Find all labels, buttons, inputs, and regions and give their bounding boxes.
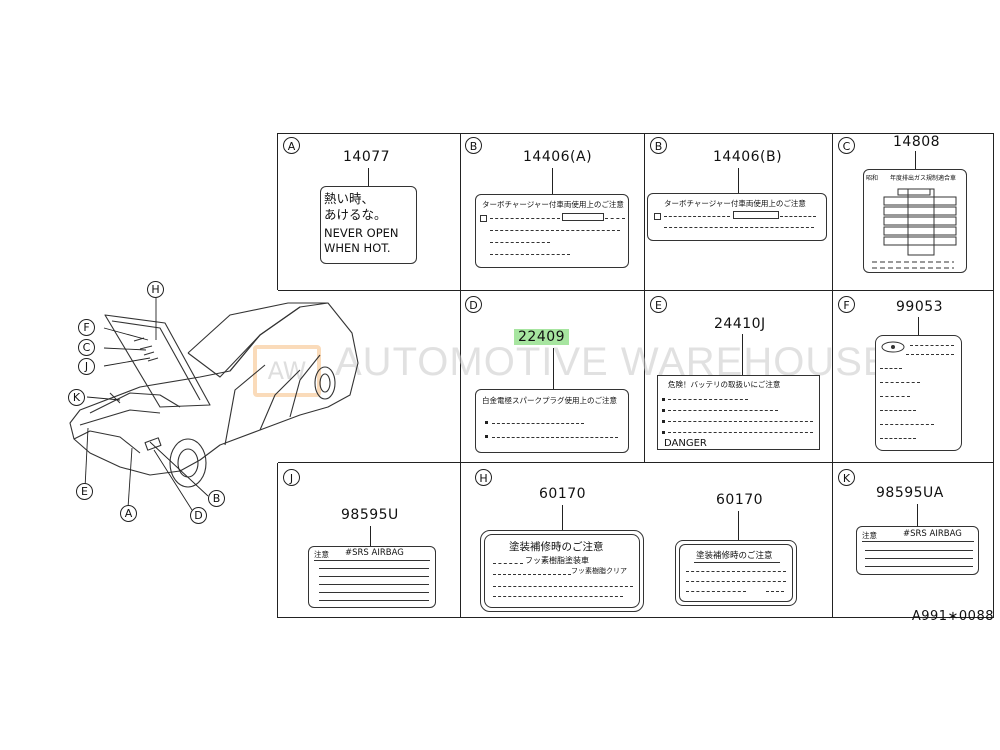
part-number-14077: 14077 xyxy=(343,149,391,165)
label-j-left: 注意 xyxy=(314,550,329,559)
car-callout-f: F xyxy=(78,319,95,336)
car-callout-h: H xyxy=(147,281,164,298)
grid-line xyxy=(832,133,833,618)
label-e: 危険！バッテリの取扱いにご注意 DANGER xyxy=(657,375,820,450)
part-number-14406b: 14406(B) xyxy=(713,149,783,165)
label-e-title: 危険！バッテリの取扱いにご注意 xyxy=(668,380,781,389)
label-h1-title: 塗装補修時のご注意 xyxy=(509,541,604,553)
car-callout-e: E xyxy=(76,483,93,500)
label-j: 注意 #SRS AIRBAG xyxy=(308,546,436,608)
callout-f: F xyxy=(838,296,855,313)
car-leader-lines xyxy=(84,298,209,511)
reference-code: A991∗0088 xyxy=(911,609,994,624)
car-callout-b: B xyxy=(208,490,225,507)
callout-e: E xyxy=(650,296,667,313)
label-j-right: #SRS AIRBAG xyxy=(345,548,404,558)
part-number-60170-a: 60170 xyxy=(539,486,587,502)
emission-table-graphic xyxy=(872,188,957,269)
callout-h: H xyxy=(475,469,492,486)
label-a-line: NEVER OPEN xyxy=(324,226,399,240)
grid-line xyxy=(644,133,645,462)
label-a-line: あけるな。 xyxy=(324,207,387,222)
part-number-14808: 14808 xyxy=(893,134,941,150)
label-b1-title: ターボチャージャー付車両使用上のご注意 xyxy=(482,200,624,209)
part-number-98595ua: 98595UA xyxy=(876,485,944,501)
label-d: 白金電極スパークプラグ使用上のご注意 xyxy=(475,389,629,453)
callout-d: D xyxy=(465,296,482,313)
label-a-line: 熱い時、 xyxy=(324,191,375,206)
car-illustration xyxy=(69,302,359,488)
car-callout-a: A xyxy=(120,505,137,522)
label-c-title-right: 年度排出ガス規制適合車 xyxy=(890,175,957,182)
label-h2: 塗装補修時のご注意 xyxy=(675,540,797,606)
label-c-title-left: 昭和 xyxy=(866,175,879,182)
part-number-98595u: 98595U xyxy=(341,507,399,523)
callout-j: J xyxy=(283,469,300,486)
grid-line xyxy=(277,462,994,463)
label-b2: ターボチャージャー付車両使用上のご注意 xyxy=(647,193,827,241)
car-callout-d: D xyxy=(190,507,207,524)
label-b1: ターボチャージャー付車両使用上のご注意 xyxy=(475,194,629,268)
car-callout-k: K xyxy=(68,389,85,406)
callout-b: B xyxy=(465,137,482,154)
label-e-footer: DANGER xyxy=(664,438,707,449)
label-a-line: WHEN HOT. xyxy=(324,241,391,255)
label-c: 昭和 年度排出ガス規制適合車 xyxy=(863,169,967,273)
label-k-right: #SRS AIRBAG xyxy=(903,529,962,539)
label-h1-line1: フッ素樹脂塗装車 xyxy=(525,556,589,565)
label-f xyxy=(875,335,962,451)
label-h1: 塗装補修時のご注意 フッ素樹脂塗装車 フッ素樹脂クリア xyxy=(480,530,644,612)
car-callout-c: C xyxy=(78,339,95,356)
part-number-99053: 99053 xyxy=(896,299,944,315)
part-number-24410j: 24410J xyxy=(714,316,766,332)
warning-symbol-icon xyxy=(881,341,905,353)
car-callout-j: J xyxy=(78,358,95,375)
label-d-title: 白金電極スパークプラグ使用上のご注意 xyxy=(482,396,617,405)
part-number-60170-b: 60170 xyxy=(716,492,764,508)
callout-k: K xyxy=(838,469,855,486)
callout-a: A xyxy=(283,137,300,154)
callout-c: C xyxy=(838,137,855,154)
label-a: 熱い時、 あけるな。 NEVER OPEN WHEN HOT. xyxy=(320,186,417,264)
grid-line xyxy=(277,290,994,291)
label-k-left: 注意 xyxy=(862,531,877,540)
label-k: 注意 #SRS AIRBAG xyxy=(856,526,979,575)
label-b2-title: ターボチャージャー付車両使用上のご注意 xyxy=(664,199,806,208)
callout-b: B xyxy=(650,137,667,154)
part-number-14406a: 14406(A) xyxy=(523,149,593,165)
grid-line xyxy=(460,133,461,618)
part-number-22409: 22409 xyxy=(514,329,570,345)
label-h2-title: 塗装補修時のご注意 xyxy=(696,551,773,561)
label-h1-line2: フッ素樹脂クリア xyxy=(571,567,627,575)
